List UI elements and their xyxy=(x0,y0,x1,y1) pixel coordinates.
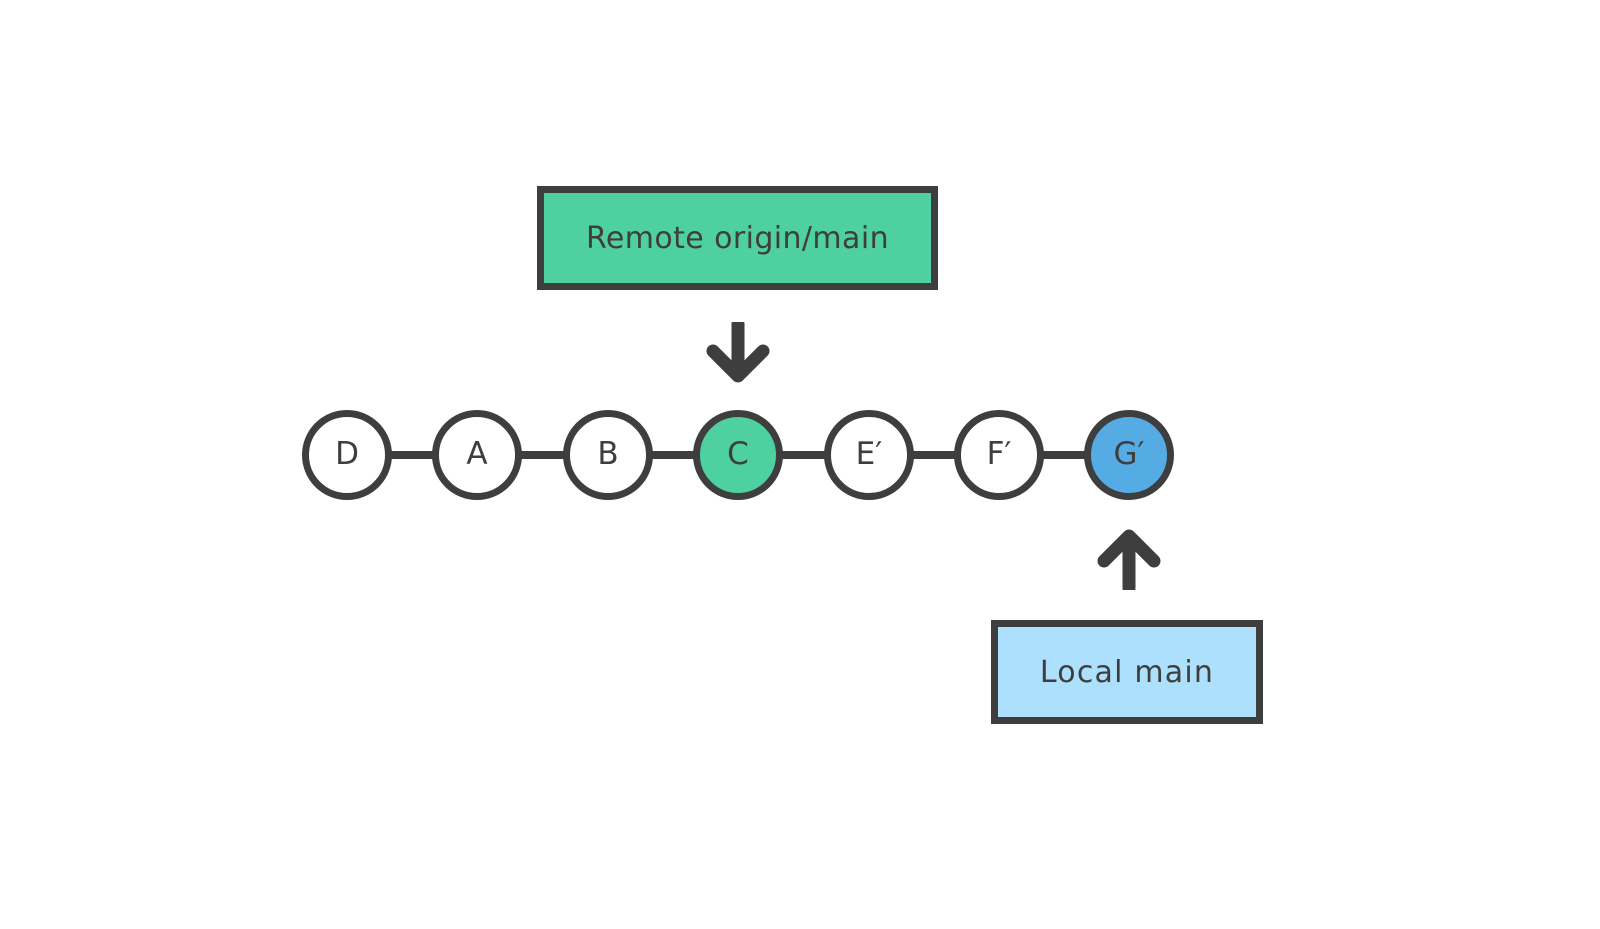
commit-node-e-prime[interactable]: E′ xyxy=(824,410,914,500)
commit-connector xyxy=(515,451,575,459)
commit-connector xyxy=(385,451,445,459)
local-branch-label-box: Local main xyxy=(991,620,1263,724)
commit-node-f-prime[interactable]: F′ xyxy=(954,410,1044,500)
commit-node-c[interactable]: C xyxy=(693,410,783,500)
commit-connector xyxy=(776,451,836,459)
local-branch-label-text: Local main xyxy=(1039,654,1215,690)
arrow-up-icon xyxy=(1096,528,1162,595)
commit-node-a[interactable]: A xyxy=(432,410,522,500)
arrow-down-icon xyxy=(705,317,771,388)
commit-node-b[interactable]: B xyxy=(563,410,653,500)
commit-node-label: G′ xyxy=(1113,435,1145,472)
commit-chain: D A B C E′ F′ G′ xyxy=(0,395,1600,520)
commit-node-label: A xyxy=(466,435,488,472)
commit-node-label: C xyxy=(727,435,749,472)
commit-node-g-prime[interactable]: G′ xyxy=(1084,410,1174,500)
remote-branch-label-box: Remote origin/main xyxy=(537,186,938,290)
remote-branch-label-text: Remote origin/main xyxy=(586,220,889,256)
commit-node-label: F′ xyxy=(986,435,1012,472)
commit-connector xyxy=(906,451,966,459)
commit-node-label: E′ xyxy=(855,435,883,472)
commit-node-d[interactable]: D xyxy=(302,410,392,500)
commit-connector xyxy=(646,451,706,459)
commit-node-label: D xyxy=(335,435,359,472)
commit-connector xyxy=(1037,451,1097,459)
commit-node-label: B xyxy=(597,435,619,472)
